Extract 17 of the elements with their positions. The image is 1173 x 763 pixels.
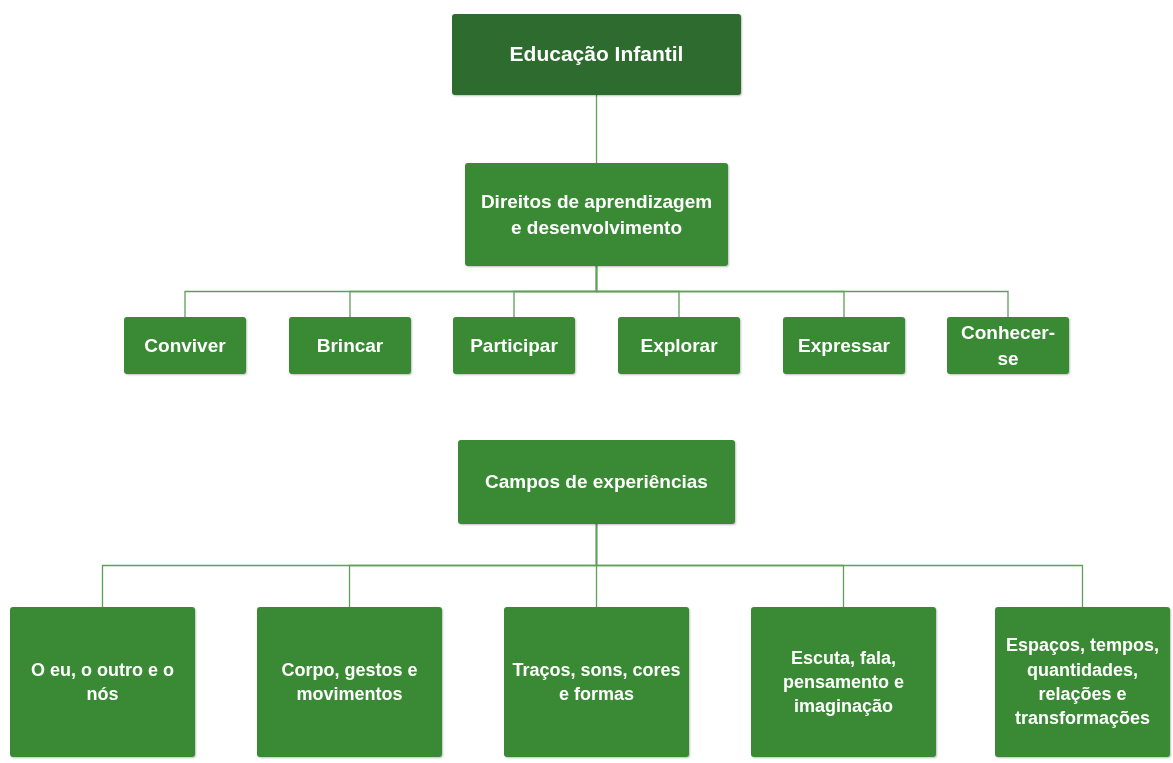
category-box: Brincar bbox=[289, 317, 411, 374]
category-box: Escuta, fala, pensamento e imaginação bbox=[751, 607, 936, 757]
title-box: Educação Infantil bbox=[452, 14, 741, 95]
category-box: Expressar bbox=[783, 317, 905, 374]
category-box: Direitos de aprendizagem e desenvolvimento bbox=[465, 163, 728, 266]
category-box: O eu, o outro e o nós bbox=[10, 607, 195, 757]
category-box: Campos de experiências bbox=[458, 440, 735, 524]
category-box: Conviver bbox=[124, 317, 246, 374]
connector-line bbox=[595, 94, 598, 164]
category-box: Corpo, gestos e movimentos bbox=[257, 607, 442, 757]
connector-line bbox=[595, 523, 1084, 608]
connector-line bbox=[595, 265, 1009, 318]
category-box: Conhecer-se bbox=[947, 317, 1069, 374]
category-box: Explorar bbox=[618, 317, 740, 374]
category-box: Traços, sons, cores e formas bbox=[504, 607, 689, 757]
category-box: Participar bbox=[453, 317, 575, 374]
category-box: Espaços, tempos, quantidades, relações e transformações bbox=[995, 607, 1170, 757]
